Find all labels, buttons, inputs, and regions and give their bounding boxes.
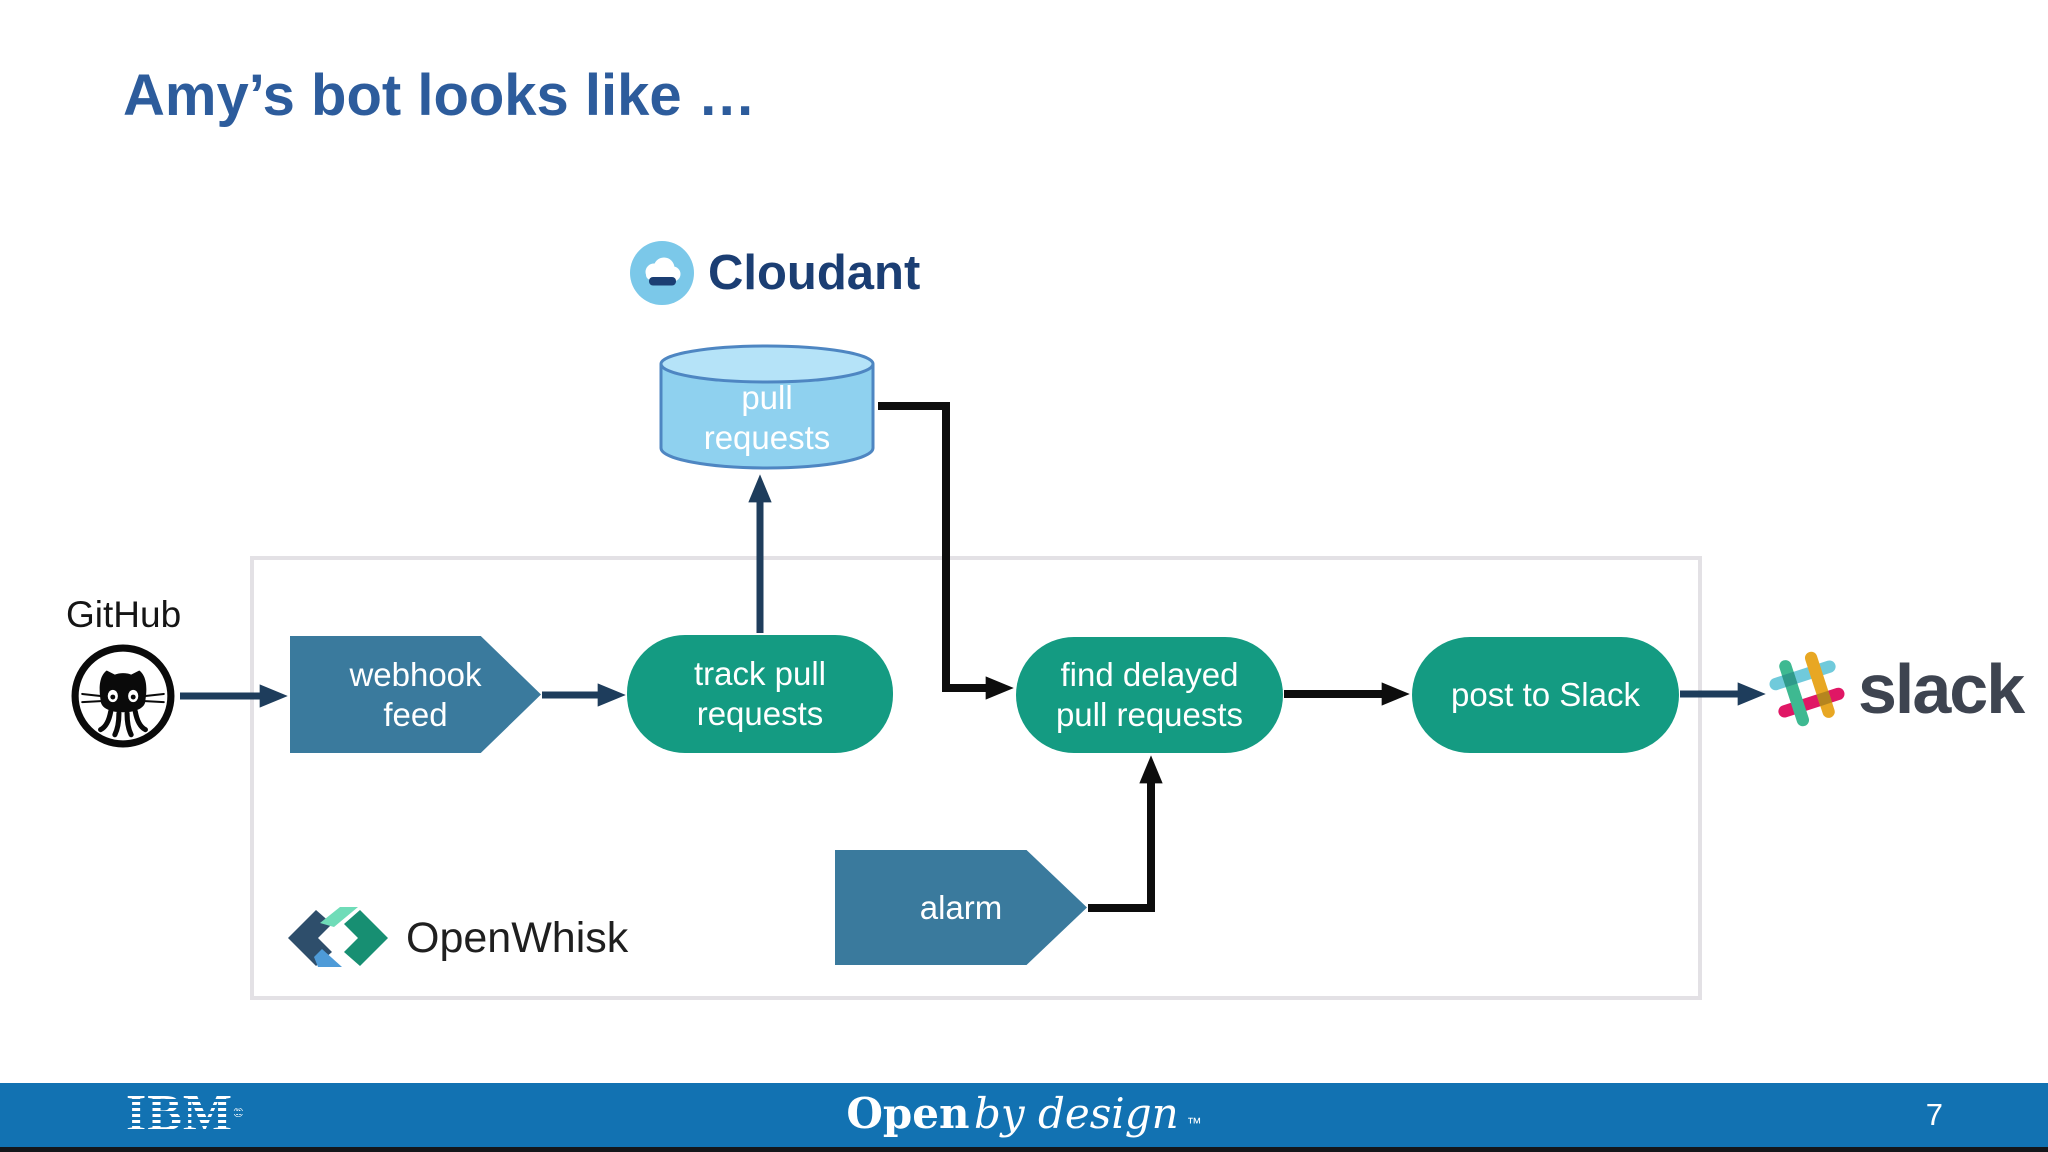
openwhisk-icon [288,907,388,967]
node-webhook-feed: webhook feed [290,636,541,753]
tagline-trademark: ™ [1186,1115,1202,1132]
pull-requests-database: pull requests [657,342,877,472]
node-label: requests [696,695,824,732]
node-label: webhook [349,655,482,693]
node-post-to-slack: post to Slack [1412,637,1679,753]
node-label: track pull [693,655,827,692]
node-label: post to Slack [1451,676,1640,713]
footer-bar: IBM® Open by design ™ 7 [0,1083,2048,1147]
slack-label: slack [1858,650,2025,728]
slide-title: Amy’s bot looks like … [123,63,756,128]
github-label: GitHub [66,594,182,635]
node-label: alarm [919,888,1003,926]
tagline-by-design: by design [974,1089,1179,1138]
slack-hash-icon [1769,651,1845,727]
footer-tagline: Open by design ™ [846,1089,1201,1138]
tagline-open: Open [846,1089,970,1138]
cloudant-icon [630,241,694,305]
openwhisk-logo-group: OpenWhisk [288,906,628,970]
cloudant-label: Cloudant [708,246,921,300]
ibm-registered-mark: ® [233,1106,245,1121]
page-number: 7 [1925,1097,1943,1132]
node-label: pull requests [1055,696,1244,733]
database-cylinder-icon [659,344,875,470]
node-label: feed [383,695,448,733]
database-label: pull requests [703,379,831,456]
node-find-delayed-pull-requests: find delayed pull requests [1016,637,1283,753]
github-octocat-icon [71,644,175,748]
ibm-logo: IBM® [123,1085,247,1142]
openwhisk-label: OpenWhisk [406,913,629,962]
slack-logo-group: slack [1766,648,2025,730]
cloudant-logo-group: Cloudant [630,241,920,305]
node-alarm: alarm [835,850,1087,965]
node-track-pull-requests: track pull requests [627,635,893,753]
node-label: find delayed [1060,656,1239,693]
slide-bottom-edge [0,1147,2048,1152]
